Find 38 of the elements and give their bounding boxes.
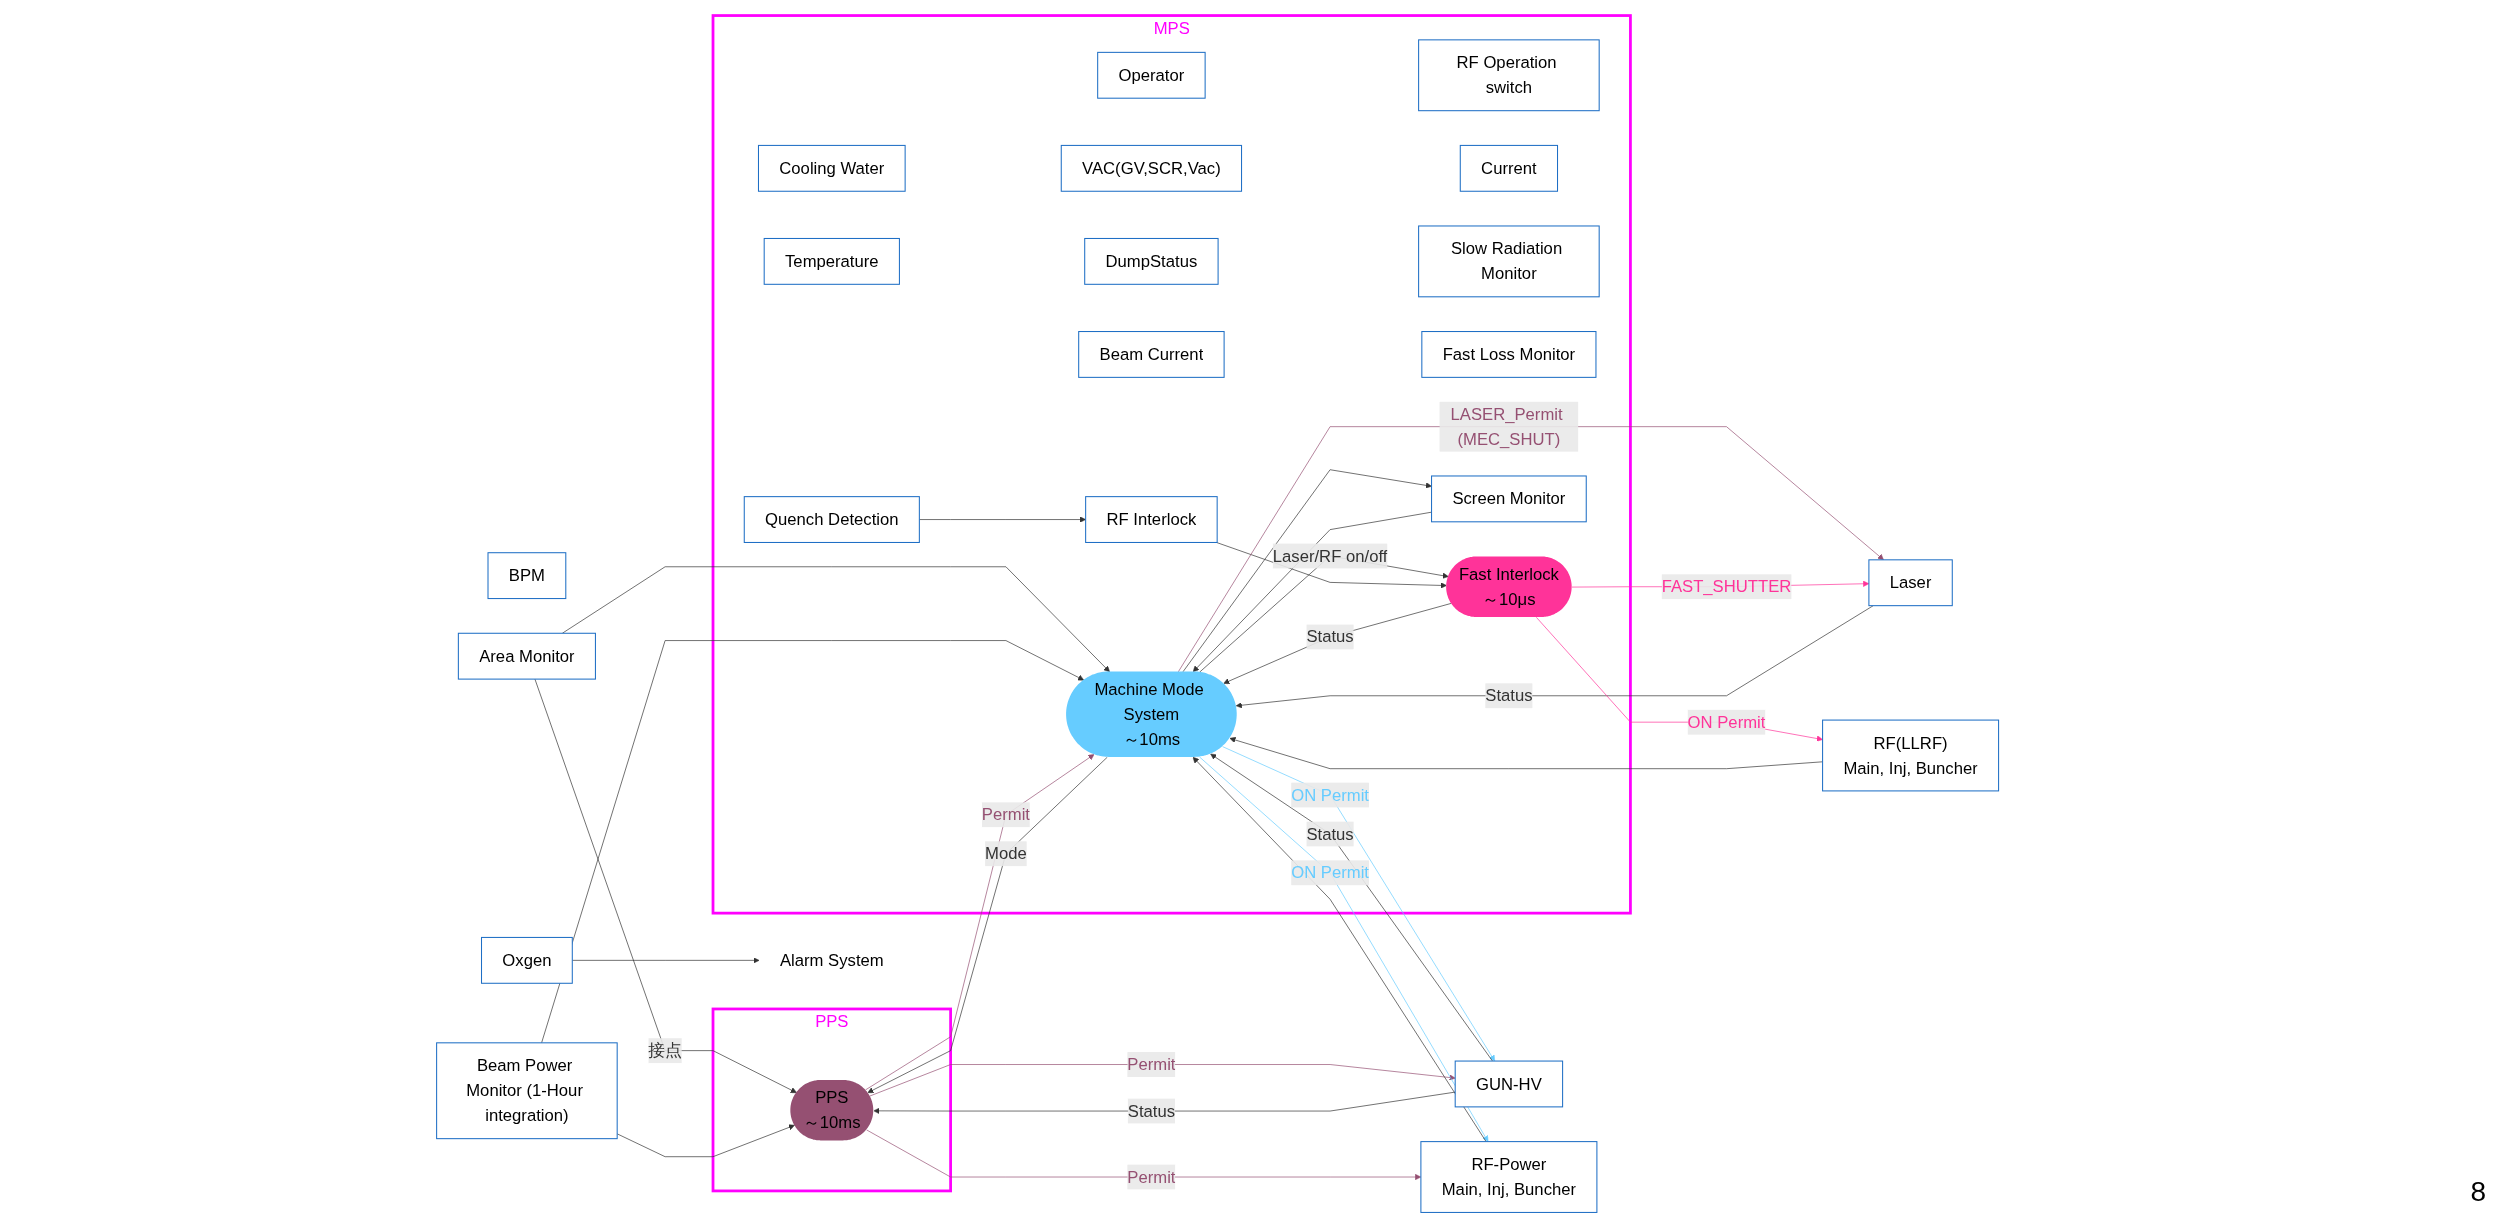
node-box: RF Operation switch — [1418, 39, 1601, 112]
node-box: DumpStatus — [1084, 237, 1219, 285]
node-box: RF-Power Main, Inj, Buncher — [1420, 1141, 1598, 1213]
edge-label: LASER_Permit (MEC_SHUT) — [1450, 404, 1564, 449]
node-box: Current — [1460, 144, 1559, 192]
node-box: Oxgen — [481, 936, 574, 984]
edge-label: Permit — [982, 805, 1031, 824]
page-number: 8 — [2470, 1176, 2486, 1208]
edge-label: ON Permit — [1291, 863, 1370, 882]
node-box: Beam Current — [1078, 331, 1225, 378]
edge-label: Laser/RF on/off — [1273, 546, 1388, 566]
edge-label: Status — [1306, 824, 1355, 843]
node-text: Alarm System — [780, 950, 885, 970]
edge-label: 接点 — [648, 1040, 683, 1060]
node-box: RF Interlock — [1085, 496, 1219, 543]
node-box: Beam Power Monitor (1-Hour integration) — [436, 1042, 619, 1140]
node-box: Fast Loss Monitor — [1421, 331, 1597, 378]
node-box: Slow Radiation Monitor — [1418, 225, 1601, 298]
edge-label: Status — [1306, 627, 1355, 646]
edge-label: Permit — [1127, 1167, 1176, 1187]
edge-label: Permit — [1127, 1054, 1176, 1074]
node-box: Operator — [1097, 51, 1207, 99]
node-box: Screen Monitor — [1431, 475, 1588, 523]
edge-label: Mode — [985, 844, 1028, 863]
node-box: Cooling Water — [758, 144, 907, 192]
node-box: BPM — [487, 552, 567, 600]
edge-label: Status — [1128, 1101, 1176, 1121]
edge-label: FAST_SHUTTER — [1662, 577, 1792, 596]
edge-label: ON Permit — [1688, 712, 1766, 732]
node-box: Area Monitor — [458, 632, 597, 680]
node-box: Temperature — [764, 237, 901, 285]
node-box: Laser — [1868, 559, 1954, 607]
node-box: RF(LLRF) Main, Inj, Buncher — [1822, 719, 2000, 792]
node-box: Quench Detection — [744, 496, 921, 543]
edge-label: Status — [1485, 686, 1533, 705]
node-box: VAC(GV,SCR,Vac) — [1061, 144, 1243, 192]
edge-label: ON Permit — [1291, 785, 1370, 805]
node-box: GUN-HV — [1455, 1060, 1564, 1108]
